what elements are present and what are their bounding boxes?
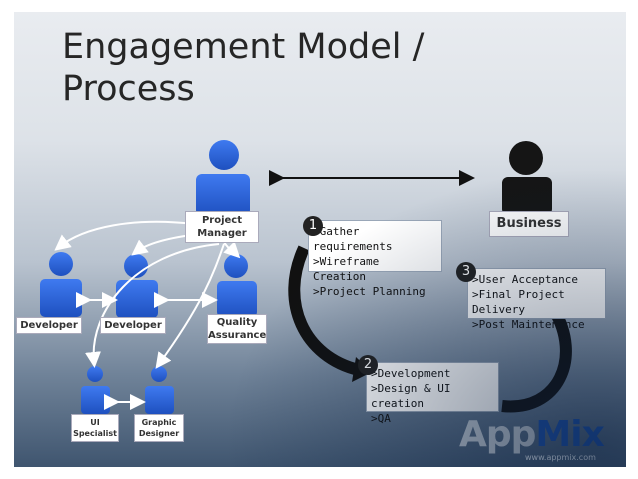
step-1-box: >Gather requirements >Wireframe Creation… bbox=[308, 220, 442, 298]
step-1-line-1: >Gather requirements bbox=[313, 225, 393, 253]
logo-part-mix: Mix bbox=[535, 414, 604, 455]
step-3-line-2: >Final Project Delivery bbox=[472, 288, 565, 316]
title-line-1: Engagement Model / bbox=[62, 27, 425, 67]
appmix-logo-text: AppMix bbox=[459, 414, 605, 455]
step-3-line-1: >User Acceptance bbox=[472, 273, 578, 286]
step-2-line-3: >QA bbox=[371, 412, 391, 425]
logo-part-app: App bbox=[459, 414, 536, 455]
slide-title: Engagement Model / Process bbox=[62, 26, 482, 110]
slide: Engagement Model / Process bbox=[14, 12, 626, 467]
team-connector-arrows bbox=[54, 220, 241, 410]
qa-person-icon bbox=[217, 254, 257, 317]
step-3-box: >User Acceptance >Final Project Delivery… bbox=[467, 268, 606, 331]
step-1-line-2: >Wireframe Creation bbox=[313, 255, 380, 283]
developer-1-person-icon bbox=[40, 252, 82, 317]
business-person-icon bbox=[502, 141, 552, 215]
step-2-number-badge: 2 bbox=[358, 355, 378, 375]
developer-1-label: Developer bbox=[16, 317, 82, 334]
business-label: Business bbox=[489, 211, 569, 237]
step-1-line-3: >Project Planning bbox=[313, 285, 426, 298]
step-1-number-badge: 1 bbox=[303, 216, 323, 236]
ui-specialist-person-icon bbox=[81, 366, 110, 414]
step-2-line-2: >Design & UI creation bbox=[371, 382, 451, 410]
appmix-logo: AppMix www.appmix.com bbox=[459, 414, 609, 466]
diagram-graphics bbox=[40, 140, 572, 414]
step-2-line-1: >Development bbox=[371, 367, 451, 380]
ui-specialist-label: UI Specialist bbox=[71, 414, 119, 442]
step-2-box: >Development >Design & UI creation >QA bbox=[366, 362, 499, 425]
title-line-2: Process bbox=[62, 69, 195, 109]
project-manager-label: Project Manager bbox=[185, 211, 259, 243]
graphic-designer-person-icon bbox=[145, 366, 174, 414]
graphic-designer-label: Graphic Designer bbox=[134, 414, 184, 442]
step-3-line-3: >Post Maintenance bbox=[472, 318, 585, 331]
logo-url: www.appmix.com bbox=[525, 453, 596, 462]
project-manager-person-icon bbox=[196, 140, 250, 216]
developer-2-label: Developer bbox=[100, 317, 166, 334]
step-3-number-badge: 3 bbox=[456, 262, 476, 282]
quality-assurance-label: Quality Assurance bbox=[207, 314, 267, 344]
